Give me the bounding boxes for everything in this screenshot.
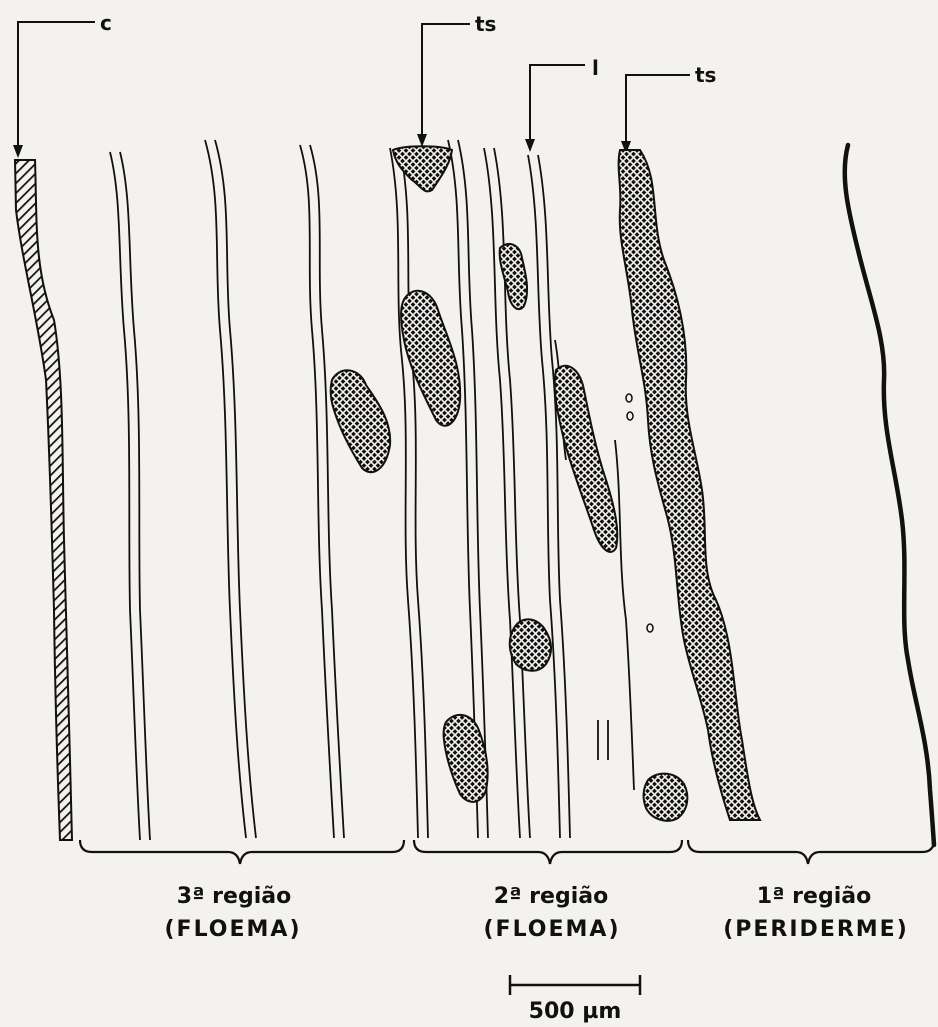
scale-bar: 500 µm [510,975,640,1024]
callout-c-leader [18,22,95,152]
ts-mass [510,619,551,670]
callout-c: c [13,11,112,158]
phloem-line [215,140,256,838]
callout-ts-right: ts [621,63,716,154]
ts-mass [401,291,460,426]
scale-bar-label: 500 µm [529,999,622,1024]
phloem-line [110,152,140,840]
region-2-title: 2ª região [494,884,608,909]
region-1-title: 1ª região [757,884,871,909]
callout-ts-left-arrowhead [417,134,427,147]
ts-mass [500,244,527,309]
callout-c-label: c [100,11,112,35]
small-cell [627,412,633,420]
phloem-line [528,155,560,838]
ts-mass [555,366,618,552]
phloem-line [615,440,634,790]
outer-periderm-line [845,145,934,845]
callout-ts-left-leader [422,24,470,140]
callout-ts-left: ts [417,12,496,147]
region-braces [80,840,934,864]
callout-ts-left-label: ts [475,12,496,36]
phloem-line [390,148,418,838]
callout-l-arrowhead [525,139,535,152]
phloem-lines [110,140,634,840]
brace-region-3 [80,840,404,864]
brace-region-1 [688,840,934,864]
region-1-subtitle: (PERIDERME) [723,917,909,942]
region-2-subtitle: (FLOEMA) [483,917,620,942]
callout-l: l [525,56,599,152]
ts-mass [331,370,390,472]
small-cell [647,624,653,632]
brace-region-2 [414,840,682,864]
callout-ts-right-label: ts [695,63,716,87]
cambium-strip [15,160,72,840]
region-3-title: 3ª região [177,884,291,909]
sclerified-tissue [331,146,760,821]
callout-l-leader [530,65,585,145]
ts-mass-top [393,146,452,191]
phloem-line [538,155,570,838]
region-3-subtitle: (FLOEMA) [164,917,301,942]
ts-mass [444,715,488,802]
callout-ts-right-leader [626,75,690,147]
callout-c-arrowhead [13,145,23,158]
phloem-line [205,140,246,838]
phloem-line [310,145,344,838]
callout-l-label: l [592,56,599,80]
ts-band-periderm [619,150,760,820]
ts-mass [644,774,688,821]
small-cell [626,394,632,402]
region-labels: 3ª região (FLOEMA) 2ª região (FLOEMA) 1ª… [164,884,908,942]
